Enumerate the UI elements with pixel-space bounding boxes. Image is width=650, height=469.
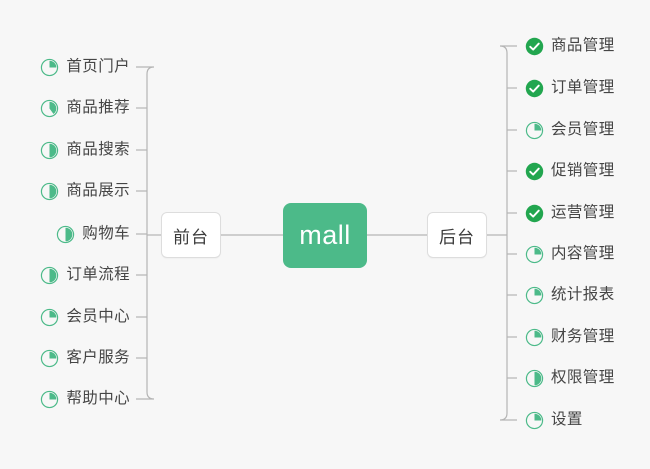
leaf-label: 内容管理: [551, 245, 615, 262]
leaf-label: 权限管理: [551, 369, 615, 386]
leaf-label: 财务管理: [551, 328, 615, 345]
check-circle-icon: [525, 162, 544, 180]
mindmap-leaf-left-5[interactable]: 购物车: [56, 221, 130, 247]
leaf-label: 购物车: [82, 225, 130, 242]
leaf-label: 帮助中心: [66, 390, 130, 407]
mindmap-leaf-left-8[interactable]: 客户服务: [40, 345, 130, 371]
pie-progress-icon: [41, 390, 59, 408]
leaf-label: 运营管理: [551, 204, 615, 221]
mindmap-leaf-left-7[interactable]: 会员中心: [40, 304, 130, 330]
pie-progress-icon: [41, 349, 59, 367]
mindmap-leaf-right-4[interactable]: 促销管理: [525, 158, 615, 184]
leaf-label: 促销管理: [551, 162, 615, 179]
connector-segment: [499, 45, 517, 54]
pie-progress-icon: [57, 225, 75, 243]
pie-progress-icon: [525, 121, 544, 139]
leaf-label: 商品搜索: [66, 141, 130, 158]
mindmap-leaf-right-2[interactable]: 订单管理: [525, 75, 615, 101]
branch-node-backend[interactable]: 后台: [427, 212, 487, 258]
pie-progress-icon: [41, 58, 59, 76]
leaf-label: 设置: [551, 411, 583, 428]
check-circle-icon: [525, 37, 544, 55]
check-circle-icon: [525, 79, 544, 97]
connector-segment: [136, 66, 155, 75]
mindmap-leaf-right-6[interactable]: 内容管理: [525, 241, 615, 267]
branch-node-backend-label: 后台: [439, 227, 475, 247]
mindmap-leaf-right-9[interactable]: 权限管理: [525, 365, 615, 391]
pie-progress-icon: [525, 369, 544, 387]
connector-segment: [499, 412, 517, 421]
mindmap-leaf-left-1[interactable]: 首页门户: [40, 54, 130, 80]
mindmap-leaf-left-2[interactable]: 商品推荐: [40, 95, 130, 121]
leaf-label: 订单流程: [66, 266, 130, 283]
pie-progress-icon: [525, 245, 544, 263]
mindmap-leaf-left-3[interactable]: 商品搜索: [40, 137, 130, 163]
mindmap-leaf-right-3[interactable]: 会员管理: [525, 117, 615, 143]
pie-progress-icon: [41, 308, 59, 326]
pie-progress-icon: [525, 286, 544, 304]
pie-progress-icon: [41, 99, 59, 117]
leaf-label: 统计报表: [551, 286, 615, 303]
mindmap-leaf-right-1[interactable]: 商品管理: [525, 33, 615, 59]
leaf-label: 商品推荐: [66, 99, 130, 116]
mindmap-leaf-left-4[interactable]: 商品展示: [40, 178, 130, 204]
leaf-label: 会员中心: [66, 308, 130, 325]
leaf-label: 订单管理: [551, 79, 615, 96]
root-node-mall[interactable]: mall: [283, 203, 367, 268]
leaf-label: 首页门户: [66, 58, 130, 75]
connector-segment: [136, 391, 155, 400]
mindmap-leaf-right-5[interactable]: 运营管理: [525, 200, 615, 226]
mindmap-leaf-right-10[interactable]: 设置: [525, 407, 583, 433]
leaf-label: 商品展示: [66, 182, 130, 199]
branch-node-frontend-label: 前台: [173, 227, 209, 247]
pie-progress-icon: [41, 141, 59, 159]
pie-progress-icon: [525, 328, 544, 346]
pie-progress-icon: [41, 182, 59, 200]
check-circle-icon: [525, 204, 544, 222]
mindmap-leaf-right-7[interactable]: 统计报表: [525, 282, 615, 308]
leaf-label: 商品管理: [551, 37, 615, 54]
pie-progress-icon: [41, 266, 59, 284]
pie-progress-icon: [525, 411, 544, 429]
branch-node-frontend[interactable]: 前台: [161, 212, 221, 258]
mindmap-leaf-right-8[interactable]: 财务管理: [525, 324, 615, 350]
mindmap-leaf-left-6[interactable]: 订单流程: [40, 262, 130, 288]
leaf-label: 客户服务: [66, 349, 130, 366]
leaf-label: 会员管理: [551, 121, 615, 138]
mindmap-leaf-left-9[interactable]: 帮助中心: [40, 386, 130, 412]
root-node-label: mall: [299, 220, 351, 250]
